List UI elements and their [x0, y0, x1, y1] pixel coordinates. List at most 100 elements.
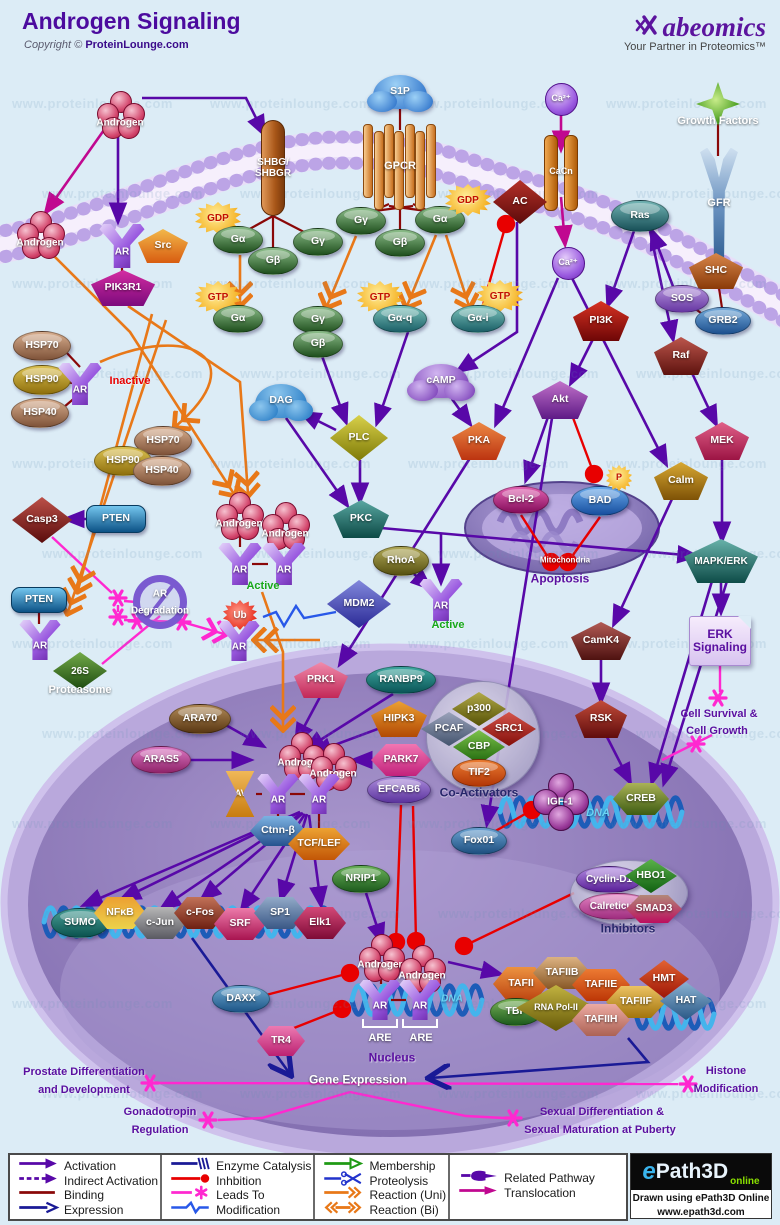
abeomics-wordmark: abeomics [662, 12, 766, 42]
inactive-label: Inactive [109, 374, 151, 387]
nucleus-label: Nucleus [368, 1050, 416, 1065]
legend-item-expression: Expression [16, 1200, 158, 1220]
g-alpha-i: Gα-i [451, 305, 505, 333]
g-beta-3: Gβ [293, 330, 343, 358]
growth-factors-label: Growth Factors [677, 114, 759, 127]
ar-membrane: AR [99, 224, 145, 268]
proteolysis-icon [321, 1171, 365, 1191]
are-bracket-1 [362, 1018, 398, 1028]
ar-inactive: AR [58, 363, 102, 405]
binding-icon [16, 1185, 60, 1205]
sexual-label-2: Sexual Maturation at Puberty [524, 1123, 676, 1136]
legend-label: Proteolysis [369, 1173, 429, 1188]
proteasome-label: Proteasome [48, 683, 112, 696]
legend-label: Inhbition [216, 1173, 262, 1188]
membership-icon [321, 1156, 365, 1176]
tif2: TIF2 [452, 759, 506, 787]
prostate-label-1: Prostate Differentiation [23, 1065, 145, 1078]
ras: Ras [611, 200, 669, 232]
mitochondria-label: Mitochondria [539, 555, 591, 565]
hsp70-1: HSP70 [13, 331, 71, 361]
igf-1: IGF-1 [532, 772, 590, 832]
related-pathway-icon [456, 1168, 500, 1188]
reaction-bi-icon [321, 1200, 365, 1220]
gonadotropin-label-2: Regulation [131, 1123, 189, 1136]
ara70: ARA70 [169, 704, 231, 734]
histone-label-1: Histone [705, 1064, 747, 1077]
ar-degradation-circle [133, 575, 187, 629]
g-gamma-2: Gγ [336, 207, 386, 235]
androgen-top: Androgen [93, 90, 147, 141]
gene-expression-label: Gene Expression [308, 1072, 408, 1087]
pten-2: PTEN [11, 587, 67, 613]
legend-item-inhibition: Inhbition [168, 1174, 311, 1189]
ar-pten: AR [19, 620, 61, 660]
rhoa: RhoA [373, 546, 429, 576]
legend-label: Modification [216, 1202, 281, 1217]
epath3d-logo-e: e [642, 1158, 656, 1185]
dna-label-2: DNA [441, 993, 463, 1005]
efcab6: EFCAB6 [367, 776, 431, 804]
dag: DAG [249, 384, 313, 421]
abeomics-logo: abeomics Your Partner in Proteomics™ [624, 12, 766, 53]
active-label-1: Active [246, 579, 280, 592]
gpcr: GPCR [360, 124, 440, 210]
legend-item-binding: Binding [16, 1188, 158, 1203]
ranbp9: RANBP9 [366, 666, 436, 694]
androgen-membrane: Androgen [13, 210, 67, 261]
ar-degradation-label-2: Degradation [130, 605, 190, 617]
bcl-2: Bcl-2 [493, 486, 549, 514]
legend-item-related-pathway: Related Pathway [456, 1171, 595, 1186]
ar-nuclear-entry: AR [419, 579, 463, 621]
legend-item-leads-to: Leads To [168, 1185, 311, 1205]
ar-active-a: AR [218, 543, 262, 585]
legend-label: Reaction (Uni) [369, 1188, 447, 1203]
tafiih: TAFIIH [572, 1004, 630, 1036]
bad: BAD [571, 486, 629, 516]
epath3d-logo-main: Path3D [655, 1160, 729, 1183]
legend-label: Related Pathway [504, 1171, 595, 1186]
legend-item-activation: Activation [16, 1156, 158, 1176]
copyright: Copyright © ProteinLounge.com [24, 39, 189, 51]
gfr: GFR [698, 148, 740, 263]
inhibition-icon [168, 1171, 212, 1191]
legend-item-enzyme-catalysis: Enzyme Catalysis [168, 1157, 311, 1174]
ca-in: Ca²⁺ [551, 246, 585, 280]
indirect-activation-icon [16, 1171, 60, 1191]
dna-label-1: DNA [586, 806, 610, 819]
histone-label-2: Modification [693, 1082, 759, 1095]
epath3d-credit-url[interactable]: www.epath3d.com [657, 1206, 745, 1218]
aras5: ARAS5 [131, 746, 191, 774]
activation-icon [16, 1156, 60, 1176]
legend-item-modification: Modification [168, 1200, 311, 1218]
leads-to-icon [168, 1185, 212, 1205]
page-title: Androgen Signaling [22, 8, 241, 34]
legend-item-indirect-activation: Indirect Activation [16, 1171, 159, 1191]
legend-label: Indirect Activation [64, 1173, 159, 1188]
ar-active-b: AR [262, 543, 306, 585]
gonadotropin-label-1: Gonadotropin [123, 1105, 197, 1118]
cell-survival-label-1: Cell Survival & [680, 707, 758, 720]
hsp40-2: HSP40 [133, 456, 191, 486]
g-gamma-1: Gγ [293, 228, 343, 256]
shbg-shbgr: SHBG/SHBGR [255, 120, 291, 216]
sexual-label-1: Sexual Differentiation & [539, 1105, 665, 1118]
ar-nuc-1: AR [257, 774, 299, 814]
abeomics-tagline: Your Partner in Proteomics™ [623, 41, 766, 53]
expression-icon [16, 1200, 60, 1220]
legend-item-reaction-bi: Reaction (Bi) [321, 1200, 446, 1220]
copyright-site-link[interactable]: ProteinLounge.com [85, 39, 189, 51]
sos: SOS [655, 285, 709, 313]
grb2: GRB2 [695, 307, 751, 335]
apoptosis-label: Apoptosis [530, 571, 590, 586]
legend-label: Binding [64, 1188, 105, 1203]
legend-item-translocation: Translocation [456, 1186, 595, 1201]
prostate-label-2: and Development [38, 1083, 130, 1096]
